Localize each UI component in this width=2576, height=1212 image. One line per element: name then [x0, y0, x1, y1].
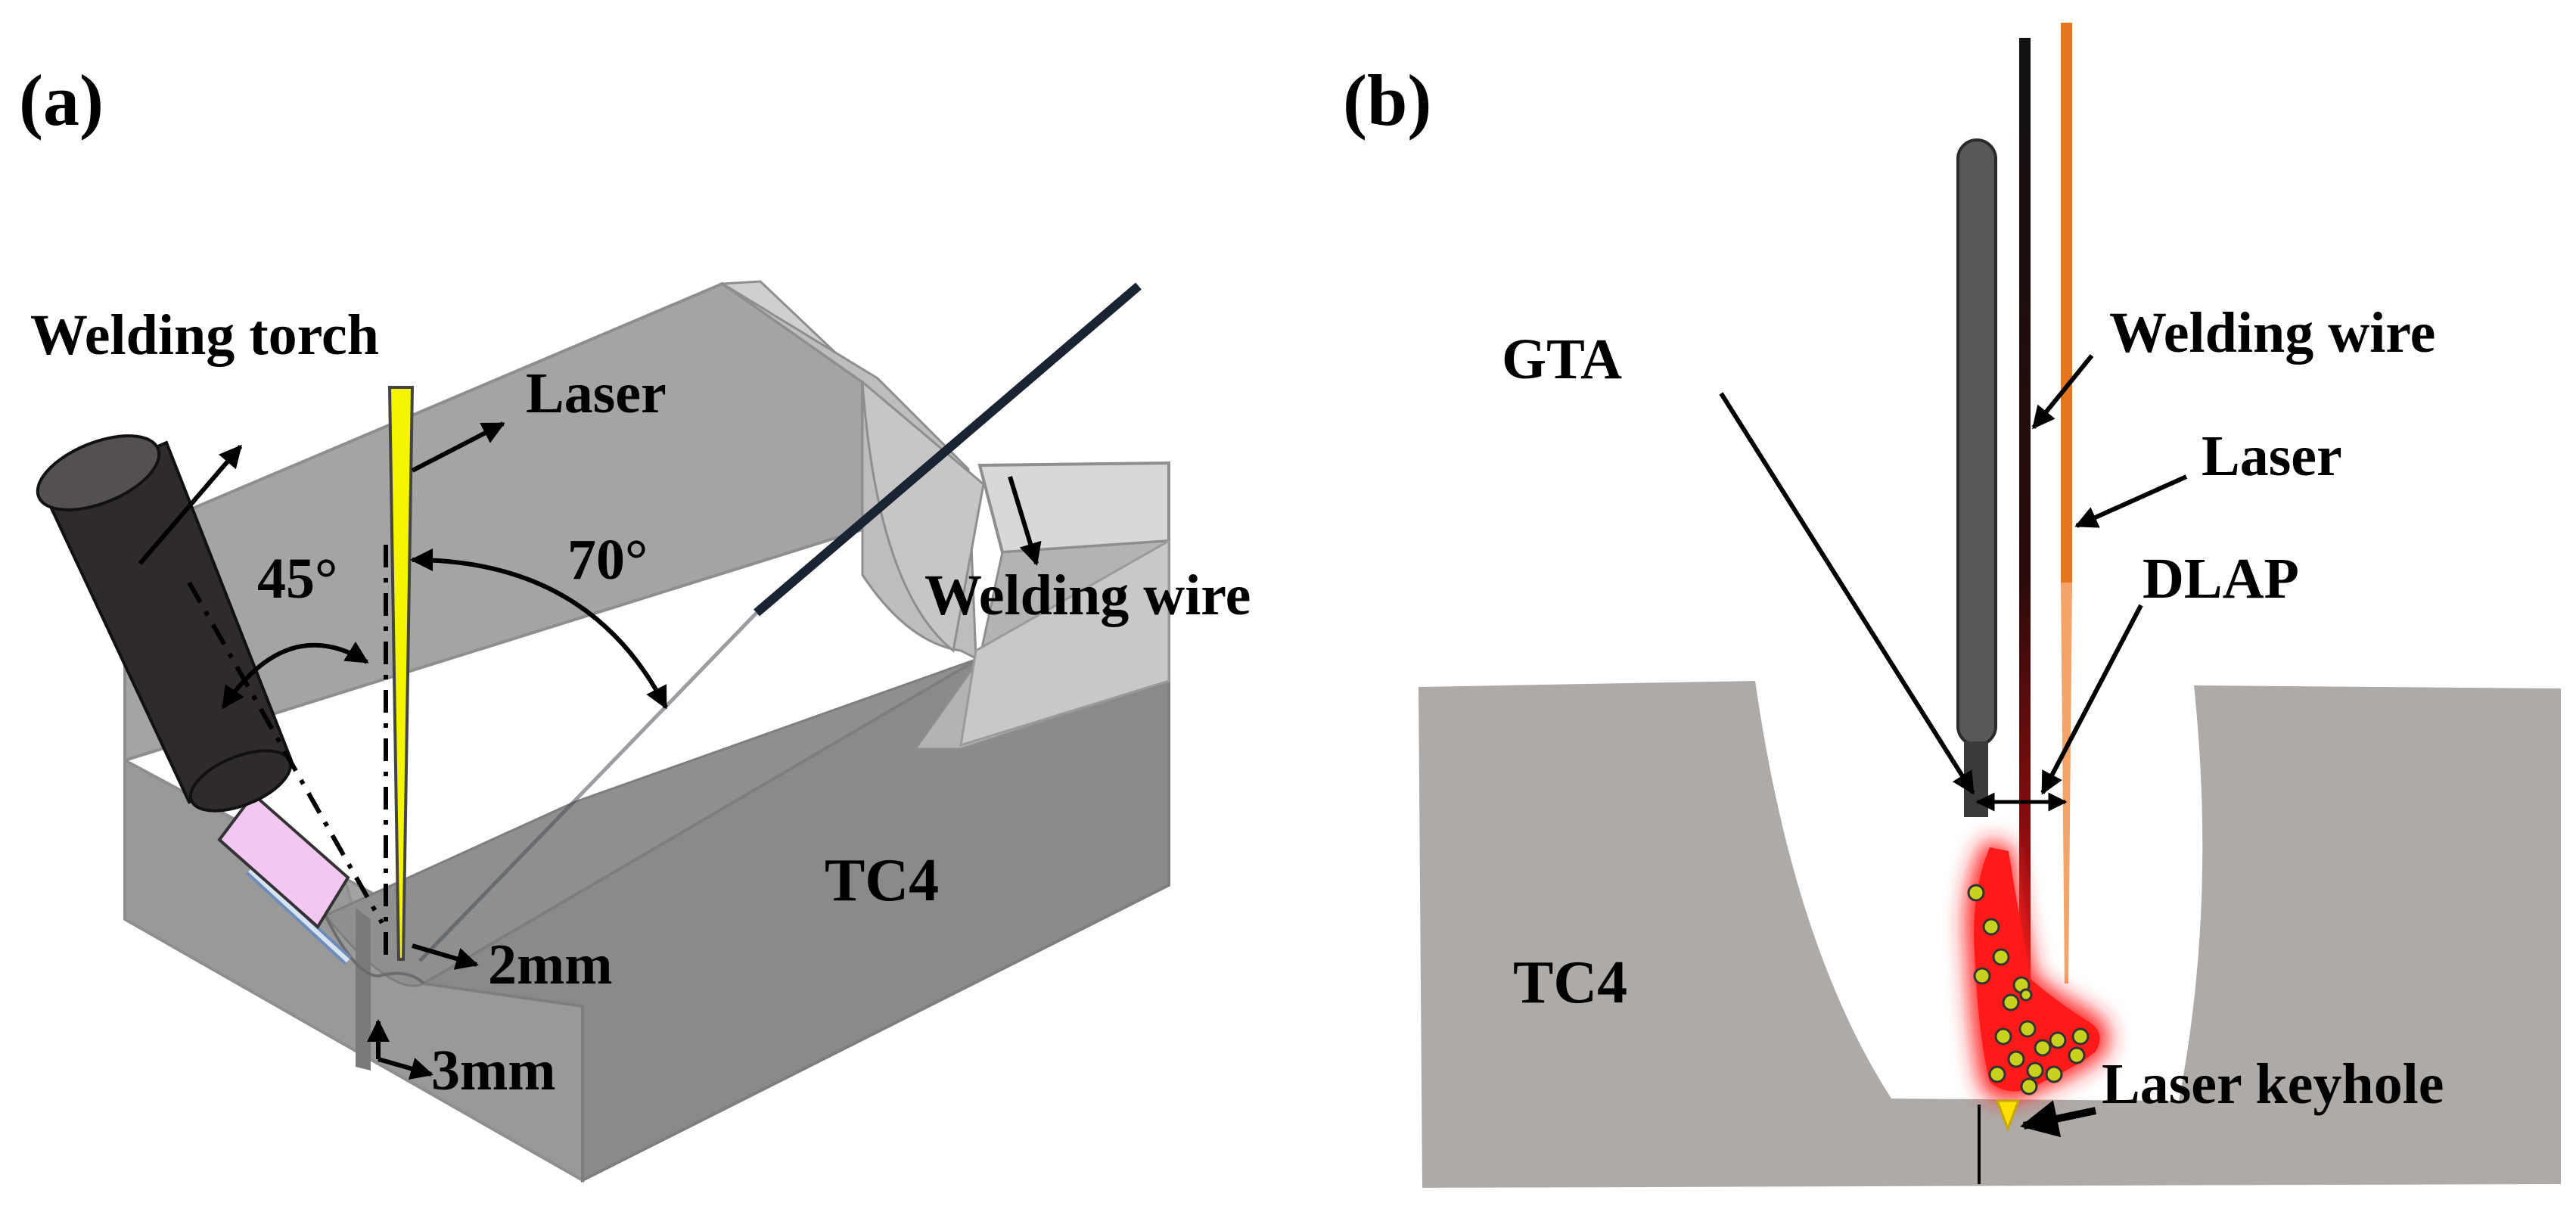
dim-3mm-label: 3mm	[431, 1039, 556, 1102]
workpiece-cross-section	[1419, 681, 2561, 1188]
dim-2mm-label: 2mm	[488, 933, 613, 996]
laser-label-b: Laser	[2202, 424, 2342, 488]
laser-label-a: Laser	[526, 362, 667, 425]
angle-annotations	[138, 421, 1042, 1080]
panel-a-label: (a)	[19, 60, 104, 141]
laser-beam-icon	[2061, 23, 2072, 984]
gta-electrode-icon	[1956, 138, 1997, 817]
welding-wire-icon	[2019, 38, 2031, 1014]
laser-keyhole-label: Laser keyhole	[2102, 1052, 2444, 1116]
weld-pool-icon	[1965, 840, 2109, 1101]
tc4-label-b: TC4	[1513, 949, 1627, 1016]
angle-70-label: 70°	[567, 528, 648, 592]
welding-wire-icon	[418, 282, 1142, 962]
laser-beam-icon	[384, 386, 415, 961]
dlap-label: DLAP	[2143, 547, 2299, 611]
welding-wire-label-a: Welding wire	[924, 564, 1251, 627]
pointer-lines-b	[1719, 354, 2188, 1138]
angle-45-label: 45°	[257, 547, 337, 611]
keyhole-icon	[1995, 1099, 2021, 1133]
panel-a: (a) Welding torch Laser 45° 70° Welding …	[19, 60, 1251, 1183]
gta-label: GTA	[1502, 328, 1622, 391]
welding-wire-label-b: Welding wire	[2109, 301, 2435, 365]
tc4-label-a: TC4	[825, 847, 939, 914]
welding-torch-icon	[36, 434, 384, 965]
panel-b-label: (b)	[1343, 60, 1431, 141]
panel-b: (b) GTA Welding wire Laser DLAP TC4 Lase…	[1343, 23, 2561, 1188]
welding-torch-label: Welding torch	[30, 303, 379, 367]
